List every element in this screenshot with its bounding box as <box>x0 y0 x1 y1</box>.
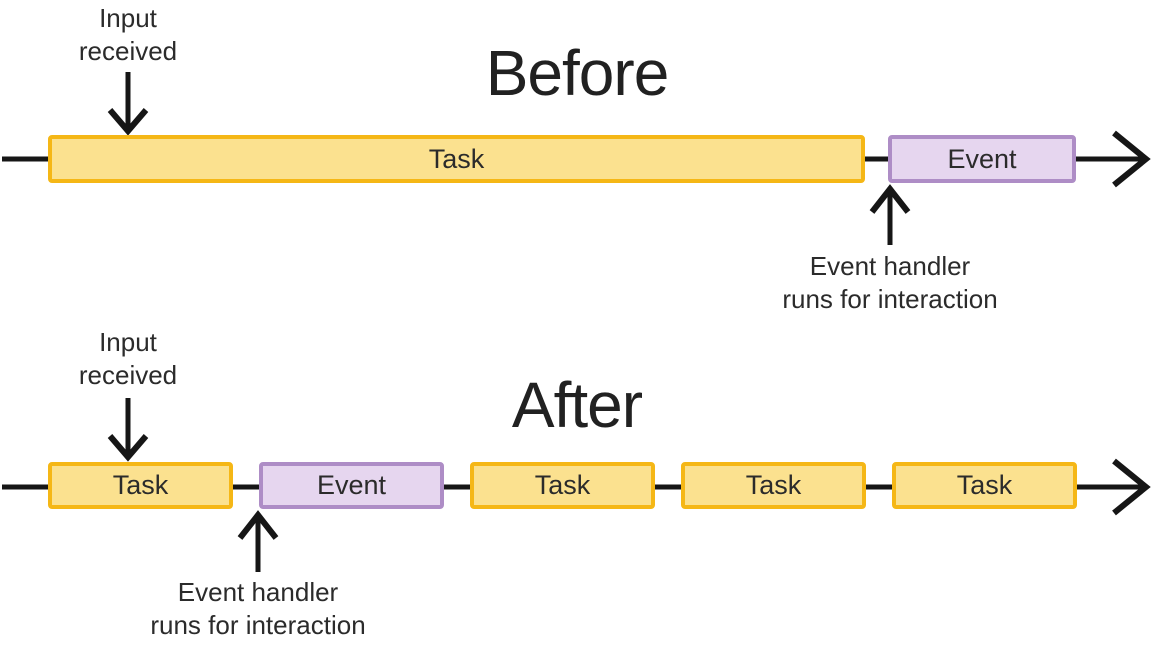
after-event-label: Event <box>316 470 387 500</box>
after-task-box-4: Task <box>892 462 1077 509</box>
after-input-down-arrow <box>107 398 149 462</box>
after-title: After <box>511 369 643 441</box>
after-task-box-1: Task <box>48 462 233 509</box>
before-input-down-arrow <box>107 72 149 136</box>
after-input-label: Input received <box>78 327 178 391</box>
after-handler-up-arrow <box>237 510 279 572</box>
before-event-label: Event <box>947 143 1017 174</box>
before-title: Before <box>485 37 670 109</box>
after-task-label-2: Task <box>534 470 591 500</box>
after-task-box-3: Task <box>681 462 866 509</box>
after-handler-label: Event handler runs for interaction <box>150 577 366 641</box>
before-task-box: Task <box>48 135 865 183</box>
after-task-label-1: Task <box>112 470 169 500</box>
before-event-box: Event <box>888 135 1076 183</box>
after-task-label-3: Task <box>745 470 802 500</box>
before-task-label: Task <box>428 143 485 174</box>
after-task-label-4: Task <box>956 470 1013 500</box>
before-handler-up-arrow <box>869 184 911 245</box>
after-task-box-2: Task <box>470 462 655 509</box>
before-input-label: Input received <box>78 3 178 67</box>
before-handler-label: Event handler runs for interaction <box>782 251 998 315</box>
after-event-box: Event <box>259 462 444 509</box>
